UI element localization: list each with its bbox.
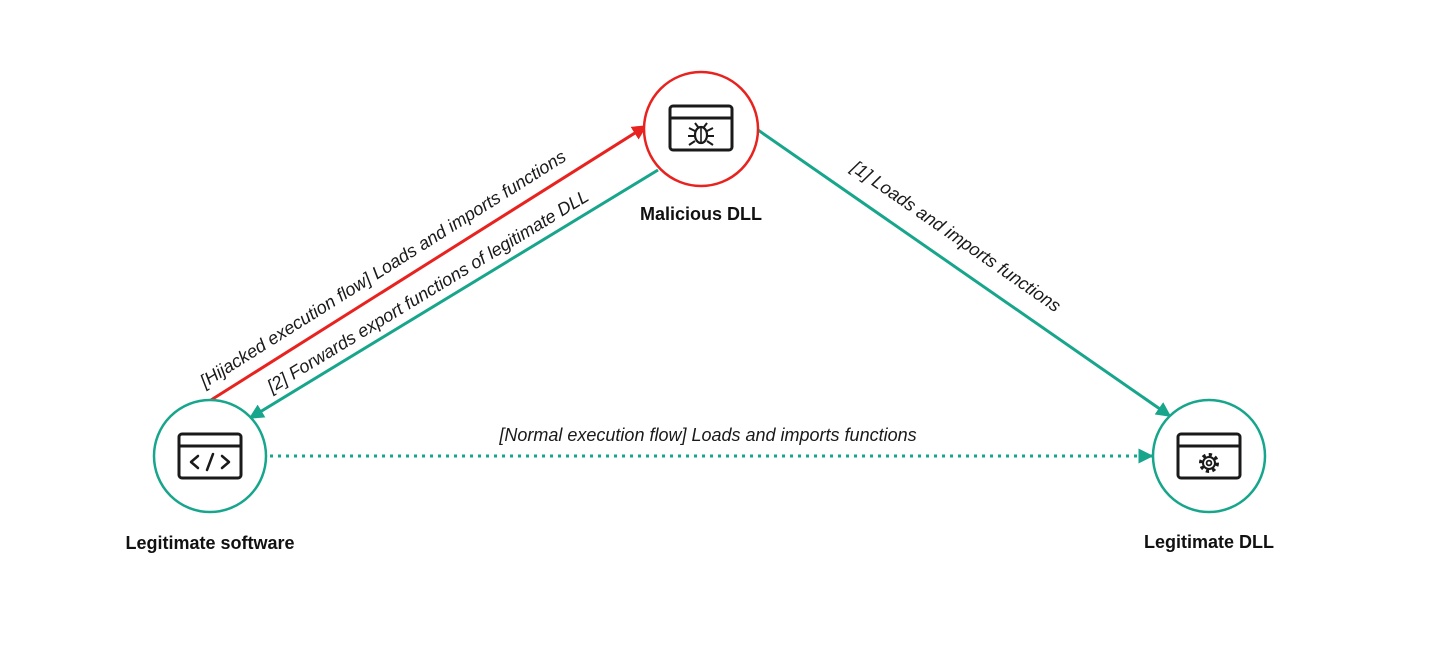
gear-window-icon bbox=[1176, 432, 1242, 480]
malicious-dll-node bbox=[642, 70, 760, 188]
legitimate-dll-node bbox=[1151, 398, 1267, 514]
forwards-exports-label: [2] Forwards export functions of legitim… bbox=[263, 186, 592, 397]
legitimate-software-node bbox=[152, 398, 268, 514]
forwards-exports-arrow bbox=[248, 168, 659, 420]
malicious-dll-label: Malicious DLL bbox=[640, 204, 762, 224]
bug-window-icon bbox=[668, 104, 734, 152]
hijacked-flow-arrow bbox=[210, 124, 648, 402]
code-window-icon bbox=[177, 432, 243, 480]
loads-imports-arrow bbox=[757, 128, 1172, 418]
legitimate-dll-label: Legitimate DLL bbox=[1144, 532, 1274, 552]
legitimate-software-label: Legitimate software bbox=[125, 533, 294, 553]
normal-flow-label: [Normal execution flow] Loads and import… bbox=[498, 425, 916, 445]
hijacked-flow-label: [Hijacked execution flow] Loads and impo… bbox=[196, 146, 570, 392]
loads-imports-label: [1] Loads and imports functions bbox=[847, 156, 1065, 316]
